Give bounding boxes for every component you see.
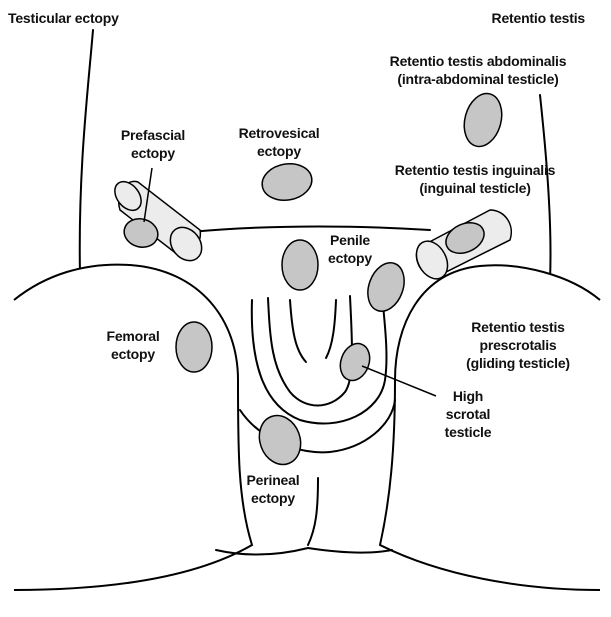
testicle-intra-abdominal xyxy=(459,89,508,150)
label-femoral-2: ectopy xyxy=(111,346,155,362)
testicle-high-scrotal xyxy=(335,339,374,384)
label-perineal-1: Perineal xyxy=(247,472,300,488)
testicle-femoral xyxy=(176,322,212,372)
label-femoral-1: Femoral xyxy=(106,328,159,344)
trunk-left-outline xyxy=(80,30,93,275)
label-prescrotalis-3: (gliding testicle) xyxy=(466,355,570,371)
penis-inner-left xyxy=(290,300,306,362)
label-prefascial-2: ectopy xyxy=(131,145,175,161)
label-testicular-ectopy: Testicular ectopy xyxy=(8,10,119,26)
label-inguinalis-2: (inguinal testicle) xyxy=(419,180,530,196)
label-penile-1: Penile xyxy=(330,232,370,248)
label-prefascial-1: Prefascial xyxy=(121,127,185,143)
label-prescrotalis-1: Retentio testis xyxy=(471,319,565,335)
penis-shaft xyxy=(268,296,352,406)
label-retentio-testis: Retentio testis xyxy=(492,10,586,26)
label-high-scrotal-3: testicle xyxy=(445,424,492,440)
testicle-penile-left xyxy=(282,240,318,290)
pubic-line xyxy=(190,226,430,232)
label-prescrotalis-2: prescrotalis xyxy=(480,337,557,353)
label-abdominalis-1: Retentio testis abdominalis xyxy=(390,53,567,69)
testicle-penile-right xyxy=(361,258,410,317)
testicle-retrovesical xyxy=(259,160,314,204)
label-high-scrotal-2: scrotal xyxy=(446,406,491,422)
label-abdominalis-2: (intra-abdominal testicle) xyxy=(397,71,558,87)
left-thigh xyxy=(14,265,252,590)
trunk-right-outline xyxy=(540,95,551,280)
label-high-scrotal-1: High xyxy=(453,388,483,404)
penis-inner-right xyxy=(326,300,336,358)
label-inguinalis-1: Retentio testis inguinalis xyxy=(395,162,556,178)
label-retrovesical-1: Retrovesical xyxy=(239,125,320,141)
perineum-line xyxy=(308,478,318,545)
label-perineal-2: ectopy xyxy=(251,490,295,506)
left-inguinal-canal xyxy=(109,177,208,267)
label-penile-2: ectopy xyxy=(328,250,372,266)
label-retrovesical-2: ectopy xyxy=(257,143,301,159)
